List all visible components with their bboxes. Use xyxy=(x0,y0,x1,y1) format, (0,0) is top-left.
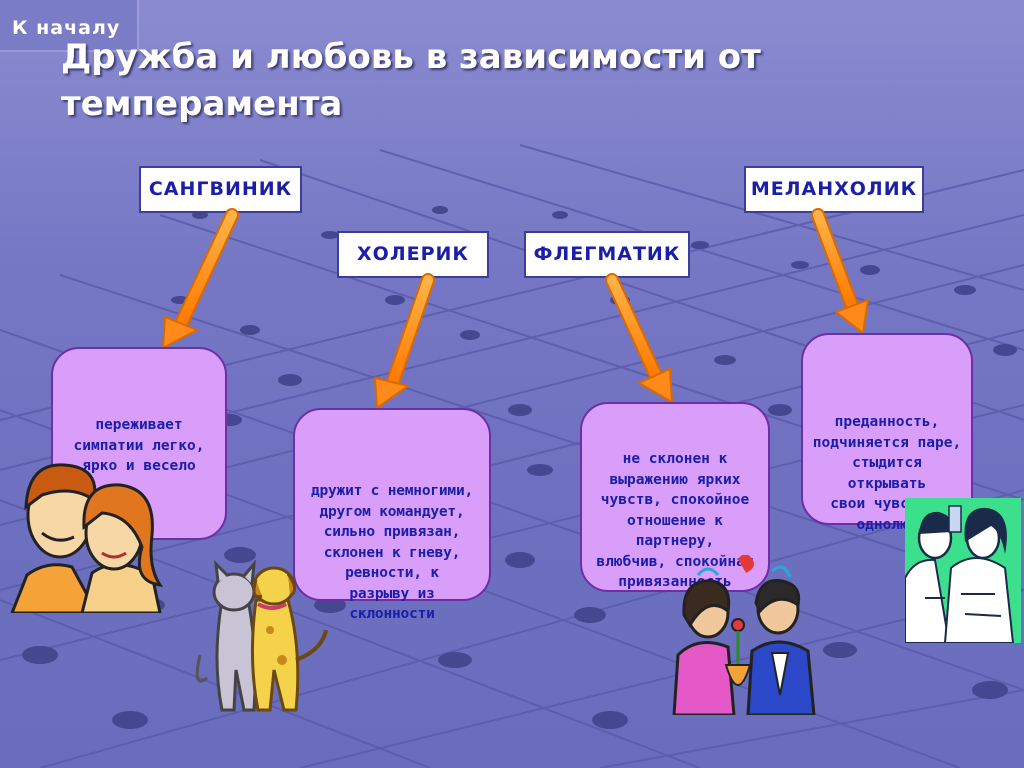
couple-with-rose-clipart xyxy=(672,555,816,715)
couple-on-green-background-clipart xyxy=(905,498,1021,643)
label-phlegmatic: ФЛЕГМАТИК xyxy=(524,231,690,278)
home-button[interactable]: К началу xyxy=(0,0,139,52)
description-phlegmatic-text: не склонен к выражению ярких чувств, спо… xyxy=(596,451,754,590)
arrow-phlegmatic xyxy=(605,273,674,404)
description-melancholic: преданность, подчиняется паре, стыдится … xyxy=(801,333,973,533)
description-choleric: дружит с немногими, другом командует, си… xyxy=(293,408,491,622)
label-melancholic: МЕЛАНХОЛИК xyxy=(744,166,924,213)
slide-title: Дружба и любовь в зависимости от темпера… xyxy=(61,37,761,124)
description-melancholic-text: преданность, подчиняется паре, стыдится … xyxy=(812,414,962,533)
description-phlegmatic: не склонен к выражению ярких чувств, спо… xyxy=(580,402,770,592)
description-sanguine-text: переживает симпатии легко, ярко и весело xyxy=(73,417,205,474)
arrow-choleric xyxy=(373,273,435,410)
arrow-sanguine xyxy=(161,208,239,350)
label-choleric: ХОЛЕРИК xyxy=(337,231,489,278)
retro-couple-clipart xyxy=(10,463,164,613)
label-sanguine: САНГВИНИК xyxy=(139,166,302,213)
description-choleric-text: дружит с немногими, другом командует, си… xyxy=(310,483,474,622)
arrow-melancholic xyxy=(811,208,870,335)
cat-and-dog-clipart xyxy=(195,560,328,712)
